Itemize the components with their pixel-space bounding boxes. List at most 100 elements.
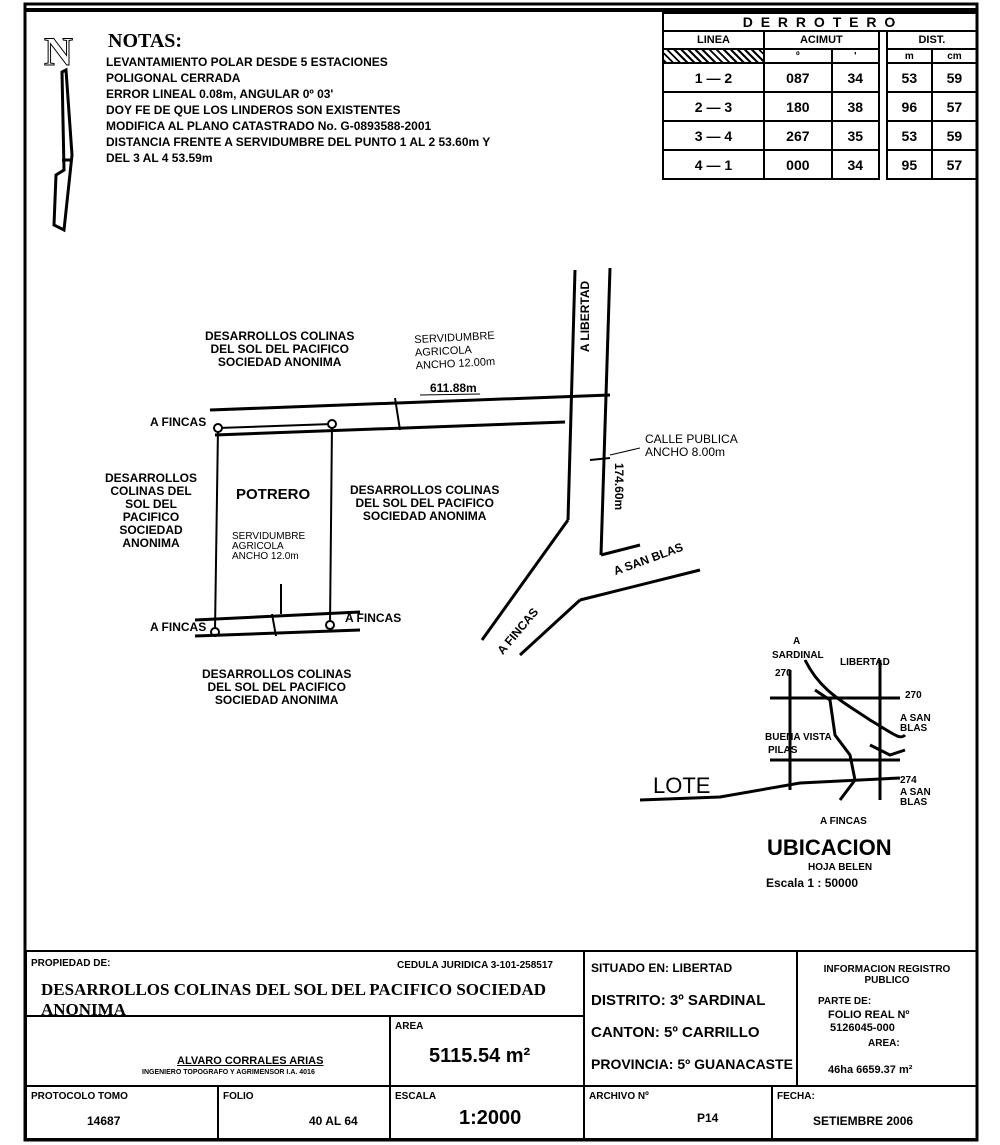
escala-cell: ESCALA 1:2000 [389,1085,585,1140]
loc-label-270b: 270 [905,690,922,701]
parte-de-label: PARTE DE: [818,996,872,1007]
a-fincas-bottom-right: A FINCAS [345,611,402,625]
loc-label-pilas: PILAS [768,745,798,756]
situado-label: SITUADO EN: LIBERTAD [591,961,733,975]
table-row: 2 — 3 180 38 96 57 [662,91,979,122]
distrito-label: DISTRITO: 3º SARDINAL [591,992,766,1009]
area-registry-value: 46ha 6659.37 m² [828,1064,913,1076]
north-arrow-icon [52,67,74,233]
escala-label: ESCALA [395,1091,437,1102]
cell-min: 38 [830,91,880,122]
note-line: DISTANCIA FRENTE A SERVIDUMBRE DEL PUNTO… [106,135,491,149]
loc-label-270a: 270 [775,668,792,679]
note-line: DEL 3 AL 4 53.59m [106,151,213,165]
folio-value: 40 AL 64 [309,1114,358,1128]
cell-min: 34 [830,149,880,180]
distance-174: 174.60m [612,462,627,511]
loc-label-a-fincas: A FINCAS [820,816,867,827]
fecha-value: SETIEMBRE 2006 [813,1114,914,1128]
note-line: LEVANTAMIENTO POLAR DESDE 5 ESTACIONES [106,55,388,69]
note-line: ERROR LINEAL 0.08m, ANGULAR 0º 03' [106,87,334,101]
col-linea: LINEA [662,30,765,50]
cell-linea: 2 — 3 [662,91,765,122]
cell-m: 53 [885,120,933,151]
area-value: 5115.54 m² [429,1045,531,1067]
loc-label-libertad: LIBERTAD [840,657,890,668]
surveyor-name: ALVARO CORRALES ARIAS [177,1055,324,1067]
loc-label-sardinal: SARDINAL [772,650,824,661]
owner-name: DESARROLLOS COLINAS DEL SOL DEL PACIFICO… [41,980,547,1019]
sub-deg: º [762,48,833,64]
canton-label: CANTON: 5º CARRILLO [591,1024,760,1041]
table-row: 3 — 4 267 35 53 59 [662,120,979,151]
a-fincas-bottom-left: A FINCAS [150,620,207,634]
derrotero-title: D E R R O T E R O [662,12,978,32]
loc-label-san-blas-1: A SAN BLAS [900,713,931,734]
folio-real-number: 5126045-000 [830,1022,895,1034]
surveyor-title: INGENIERO TOPOGRAFO Y AGRIMENSOR I.A. 40… [142,1069,315,1076]
location-scale: Escala 1 : 50000 [766,876,859,890]
cell-deg: 180 [762,91,833,122]
cell-deg: 000 [762,149,833,180]
protocolo-value: 14687 [87,1114,121,1128]
folio-cell: FOLIO 40 AL 64 [217,1085,391,1140]
sub-cm: cm [930,48,979,64]
cell-linea: 1 — 2 [662,62,765,93]
provincia-label: PROVINCIA: 5º GUANACASTE [591,1056,793,1072]
archivo-value: P14 [697,1111,719,1125]
protocolo-cell: PROTOCOLO TOMO 14687 [25,1085,219,1140]
loc-label-a: A [793,636,801,647]
cell-m: 95 [885,149,933,180]
hatch-cell [662,48,765,64]
cell-deg: 087 [762,62,833,93]
fecha-label: FECHA: [777,1091,815,1102]
folio-label: FOLIO [223,1091,254,1102]
propiedad-label: PROPIEDAD DE: [31,958,111,969]
title-block-registry: INFORMACION REGISTRO PUBLICO PARTE DE: F… [796,950,978,1087]
cell-deg: 267 [762,120,833,151]
note-line: POLIGONAL CERRADA [106,71,241,85]
notes-title: NOTAS: [108,30,183,52]
north-letter: N [44,29,74,75]
cedula-label: CEDULA JURIDICA 3-101-258517 [397,960,553,971]
escala-value: 1:2000 [459,1107,522,1129]
distance-611: 611.88m [430,381,477,395]
sub-min: ' [830,48,880,64]
info-registry-title: INFORMACION REGISTRO PUBLICO [823,964,951,986]
cell-cm: 57 [930,91,979,122]
ubicacion-title: UBICACION [767,835,892,860]
area-registry-label: AREA: [868,1038,900,1049]
cell-min: 34 [830,62,880,93]
col-acimut: ACIMUT [762,30,880,50]
cell-m: 53 [885,62,933,93]
title-block-owner: PROPIEDAD DE: CEDULA JURIDICA 3-101-2585… [25,950,585,1019]
cell-cm: 57 [930,149,979,180]
title-block-area: AREA 5115.54 m² [389,1015,585,1087]
sub-m: m [885,48,933,64]
cell-linea: 3 — 4 [662,120,765,151]
folio-real-label: FOLIO REAL Nº [828,1009,910,1021]
hoja-label: HOJA BELEN [808,862,873,873]
cell-min: 35 [830,120,880,151]
a-fincas-top-left: A FINCAS [150,415,207,429]
title-block-location: SITUADO EN: LIBERTAD DISTRITO: 3º SARDIN… [583,950,798,1087]
potrero-label: POTRERO [236,486,311,503]
protocolo-label: PROTOCOLO TOMO [31,1091,128,1102]
fecha-cell: FECHA: SETIEMBRE 2006 [771,1085,978,1140]
col-dist: DIST. [885,30,979,50]
derrotero-table: D E R R O T E R O LINEA ACIMUT DIST. º '… [662,12,979,180]
title-block-surveyor: ALVARO CORRALES ARIAS INGENIERO TOPOGRAF… [25,1015,391,1087]
notes-block: LEVANTAMIENTO POLAR DESDE 5 ESTACIONES P… [106,56,490,165]
cell-cm: 59 [930,62,979,93]
cell-m: 96 [885,91,933,122]
loc-label-san-blas-2: A SAN BLAS [900,787,931,808]
table-row: 4 — 1 000 34 95 57 [662,149,979,180]
